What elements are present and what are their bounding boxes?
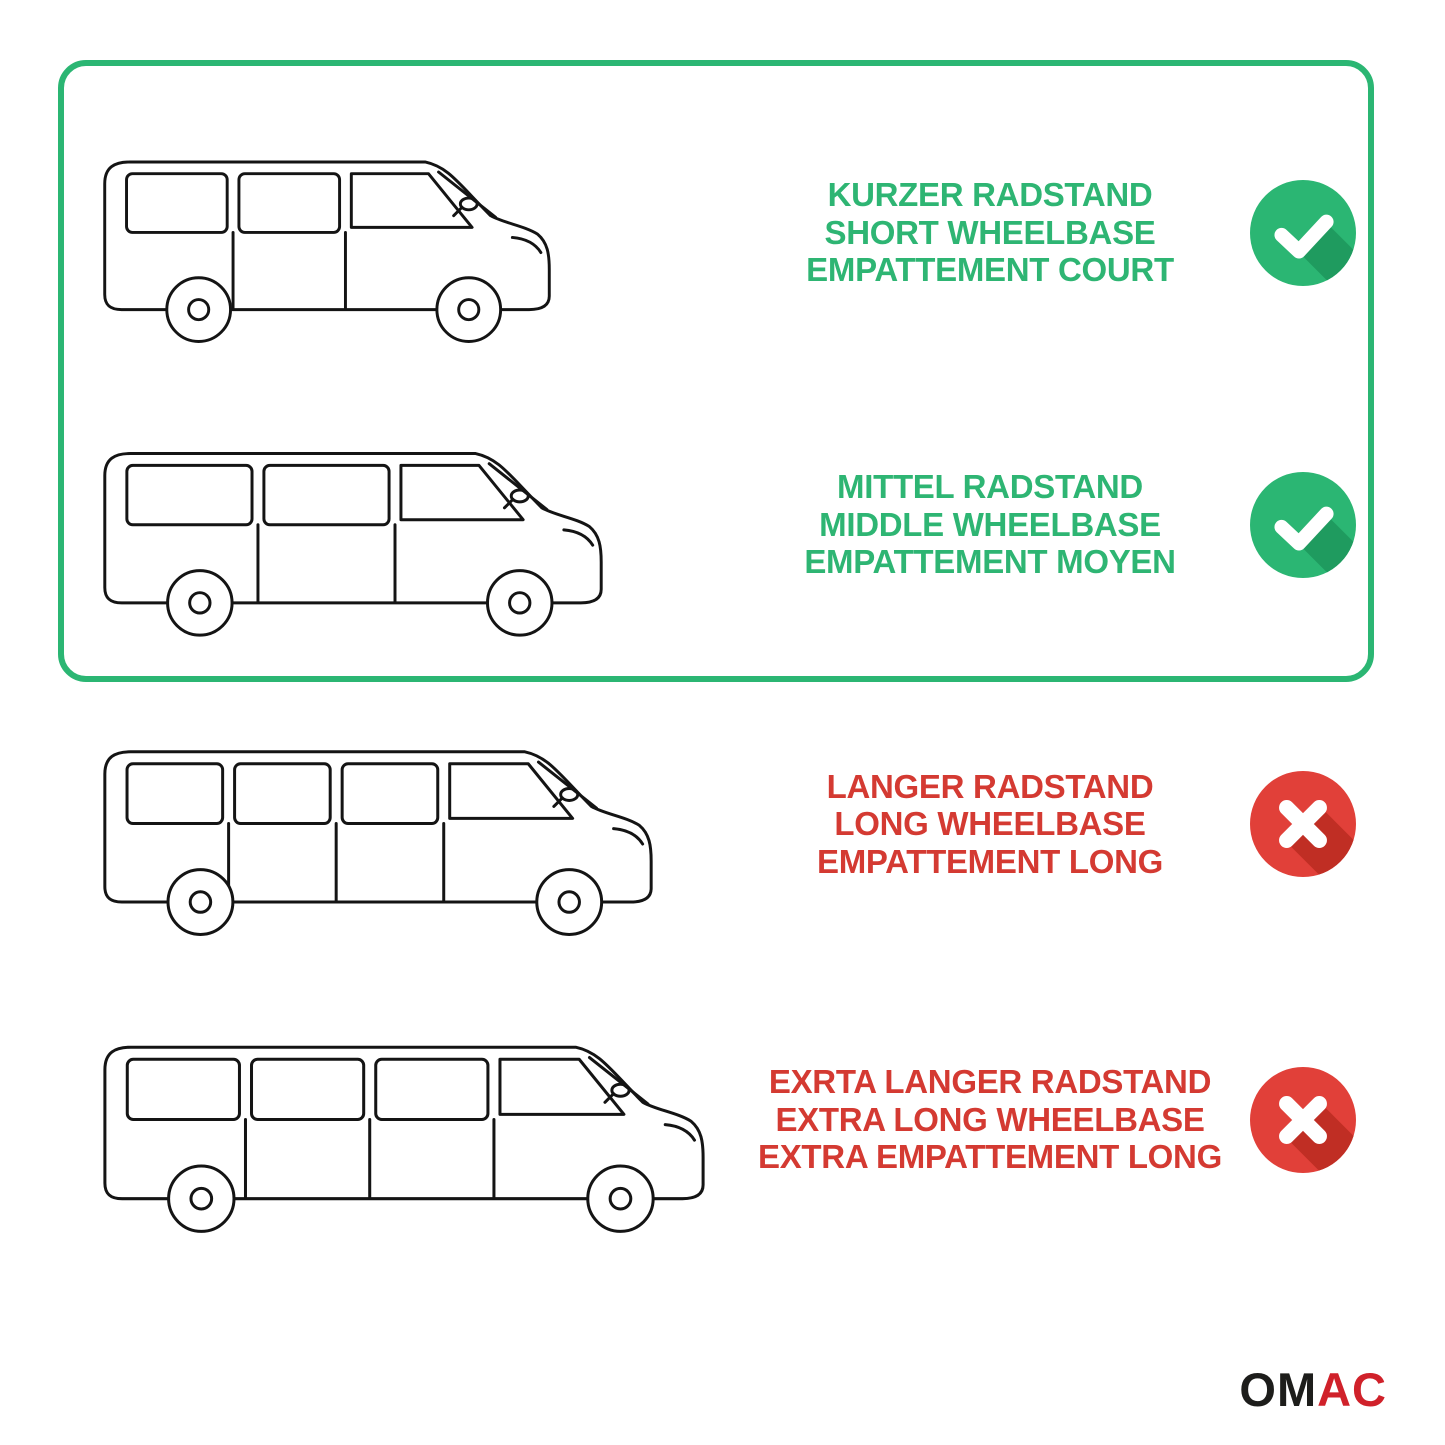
wheelbase-row-extra-long: EXRTA LANGER RADSTAND EXTRA LONG WHEELBA…	[92, 972, 1378, 1267]
label-line-fr: EMPATTEMENT LONG	[817, 842, 1163, 880]
label-line-de: KURZER RADSTAND	[827, 176, 1153, 214]
label-line-de: MITTEL RADSTAND	[837, 468, 1143, 506]
wheelbase-row-middle: MITTEL RADSTAND MIDDLE WHEELBASE EMPATTE…	[92, 392, 1378, 657]
cross-icon	[1228, 771, 1378, 877]
wheelbase-row-long: LANGER RADSTAND LONG WHEELBASE EMPATTEME…	[92, 690, 1378, 958]
van-illustration-short-wheelbase	[92, 115, 752, 350]
omac-logo: OMAC	[1239, 1366, 1387, 1413]
label-line-fr: EXTRA EMPATTEMENT LONG	[758, 1138, 1222, 1176]
van-illustration-long-wheelbase	[92, 704, 752, 943]
check-icon	[1228, 179, 1378, 286]
van-illustration-extra-long-wheelbase	[92, 999, 752, 1240]
label-line-en: MIDDLE WHEELBASE	[819, 505, 1161, 543]
compatible-group-outline	[58, 60, 1374, 682]
label-line-fr: EMPATTEMENT COURT	[806, 251, 1174, 289]
check-icon	[1228, 471, 1378, 578]
cross-icon	[1228, 1066, 1378, 1173]
wheelbase-row-short: KURZER RADSTAND SHORT WHEELBASE EMPATTEM…	[92, 100, 1378, 365]
label-line-en: LONG WHEELBASE	[834, 805, 1146, 843]
label-line-de: EXRTA LANGER RADSTAND	[768, 1063, 1212, 1101]
wheelbase-labels-extra-long: EXRTA LANGER RADSTAND EXTRA LONG WHEELBA…	[752, 1063, 1228, 1176]
wheelbase-labels-middle: MITTEL RADSTAND MIDDLE WHEELBASE EMPATTE…	[752, 468, 1228, 581]
label-line-en: EXTRA LONG WHEELBASE	[775, 1100, 1205, 1138]
wheelbase-labels-short: KURZER RADSTAND SHORT WHEELBASE EMPATTEM…	[752, 176, 1228, 289]
label-line-en: SHORT WHEELBASE	[824, 213, 1156, 251]
label-line-fr: EMPATTEMENT MOYEN	[804, 543, 1176, 581]
omac-logo-ac: AC	[1317, 1363, 1387, 1416]
omac-logo-om: OM	[1239, 1363, 1318, 1416]
wheelbase-labels-long: LANGER RADSTAND LONG WHEELBASE EMPATTEME…	[752, 768, 1228, 881]
label-line-de: LANGER RADSTAND	[826, 767, 1154, 805]
van-illustration-middle-wheelbase	[92, 406, 752, 644]
